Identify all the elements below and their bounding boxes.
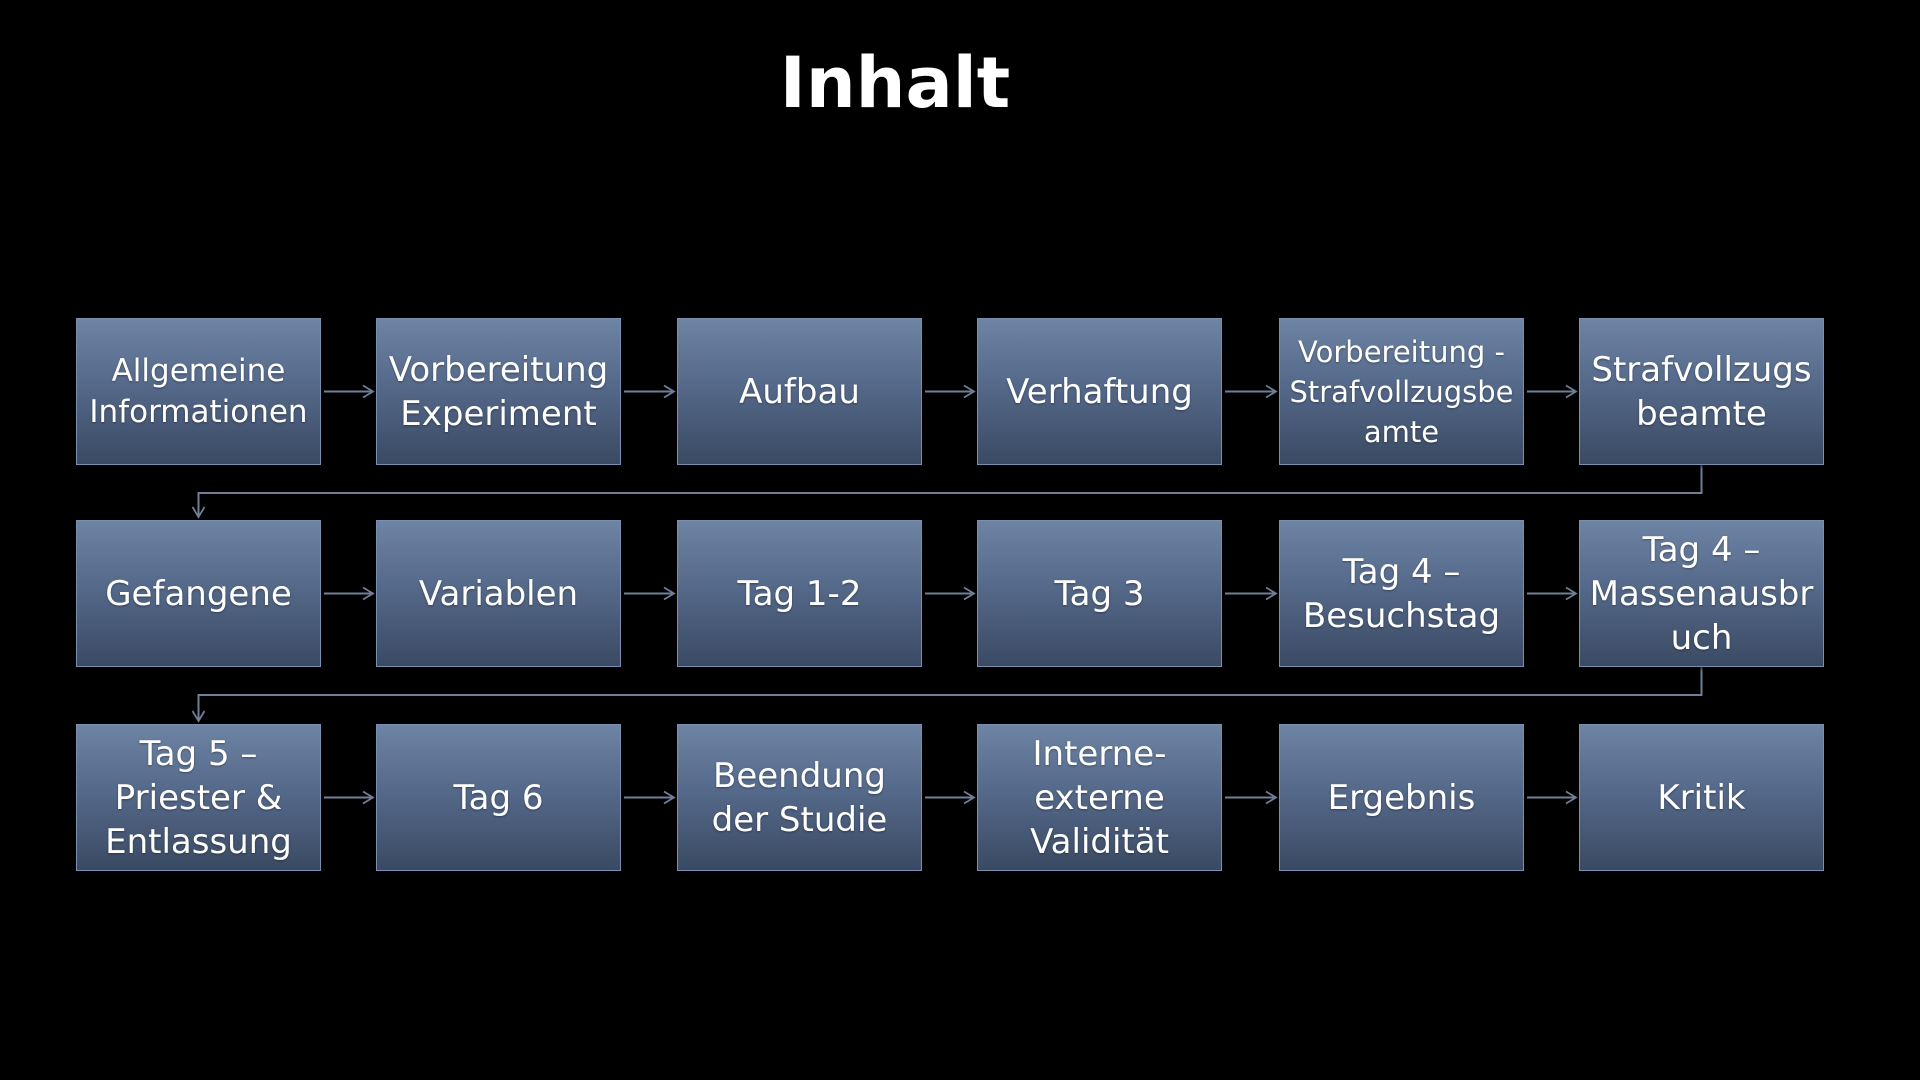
flow-box-label: Vorbereitung - Strafvollzugsbe amte — [1289, 334, 1514, 449]
flow-box-label: Verhaftung — [1006, 371, 1193, 412]
flow-box-allgemeine-informationen: Allgemeine Informationen — [76, 318, 321, 465]
flow-box-label: Tag 1-2 — [737, 573, 862, 614]
flow-box-label: Ergebnis — [1327, 777, 1476, 818]
flow-box-label: Aufbau — [739, 371, 860, 412]
flow-box-ergebnis: Ergebnis — [1279, 724, 1524, 871]
flow-box-vorbereitung-experiment: Vorbereitung Experiment — [376, 318, 621, 465]
flow-box-label: Beendung der Studie — [711, 755, 888, 840]
flow-box-label: Vorbereitung Experiment — [388, 349, 609, 434]
flow-box-gefangene: Gefangene — [76, 520, 321, 667]
connector-layer — [191, 384, 1703, 805]
flow-box-label: Tag 5 – Priester & Entlassung — [105, 733, 292, 862]
flow-box-tag-4-besuchstag: Tag 4 – Besuchstag — [1279, 520, 1524, 667]
flow-box-label: Strafvollzugs beamte — [1591, 349, 1812, 434]
wrap-connector — [191, 667, 1703, 723]
flow-box-kritik: Kritik — [1579, 724, 1824, 871]
flow-box-strafvollzugsbeamte: Strafvollzugs beamte — [1579, 318, 1824, 465]
flow-box-variablen: Variablen — [376, 520, 621, 667]
flow-box-tag-1-2: Tag 1-2 — [677, 520, 922, 667]
flow-box-label: Variablen — [418, 573, 579, 614]
flow-box-beendung-der-studie: Beendung der Studie — [677, 724, 922, 871]
flow-box-label: Tag 3 — [1054, 573, 1145, 614]
flow-box-aufbau: Aufbau — [677, 318, 922, 465]
flow-box-label: Tag 6 — [453, 777, 544, 818]
flow-box-interne-externe-validitaet: Interne- externe Validität — [977, 724, 1222, 871]
flow-box-tag-5-priester-entlassung: Tag 5 – Priester & Entlassung — [76, 724, 321, 871]
flow-box-verhaftung: Verhaftung — [977, 318, 1222, 465]
flow-box-label: Tag 4 – Massenausbr uch — [1589, 529, 1814, 658]
wrap-connector — [191, 465, 1703, 519]
flow-box-tag-6: Tag 6 — [376, 724, 621, 871]
flow-box-label: Gefangene — [105, 573, 292, 614]
flow-box-label: Interne- externe Validität — [1030, 733, 1169, 862]
flow-box-label: Kritik — [1657, 777, 1746, 818]
flow-box-tag-4-massenausbruch: Tag 4 – Massenausbr uch — [1579, 520, 1824, 667]
flow-box-label: Allgemeine Informationen — [89, 352, 308, 430]
flow-box-vorbereitung-strafvollzugsbeamte: Vorbereitung - Strafvollzugsbe amte — [1279, 318, 1524, 465]
slide-title: Inhalt — [779, 42, 1011, 124]
flow-box-label: Tag 4 – Besuchstag — [1302, 551, 1501, 636]
flow-box-tag-3: Tag 3 — [977, 520, 1222, 667]
